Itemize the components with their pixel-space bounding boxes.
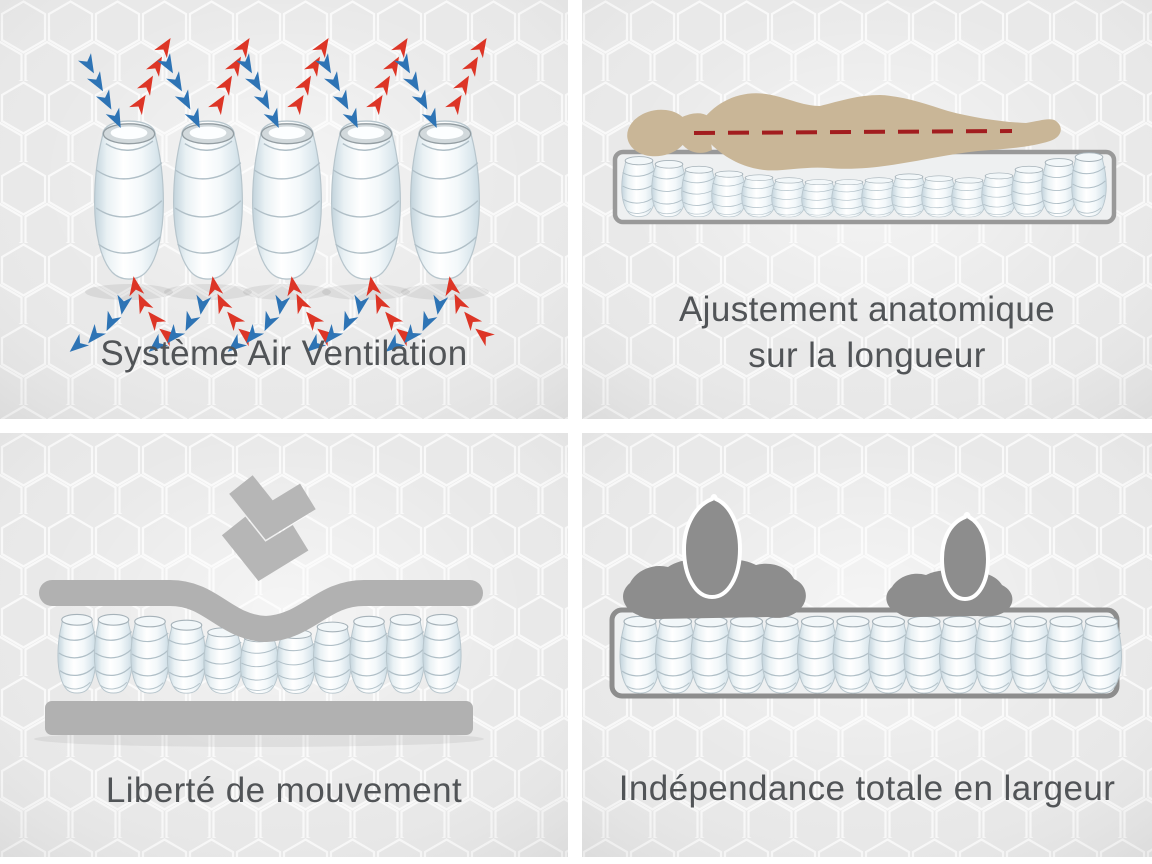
spring-icon <box>203 627 243 694</box>
springs-group <box>85 120 489 300</box>
spring-icon <box>172 120 244 280</box>
mattress-top-layer <box>39 580 483 643</box>
spring-icon <box>93 613 134 694</box>
spring-icon <box>903 615 945 694</box>
panel-anatomic-adjustment: Ajustement anatomique sur la longueur <box>582 0 1152 419</box>
spring-icon <box>619 615 661 694</box>
spring-icon <box>1071 152 1107 217</box>
spring-icon <box>725 615 768 694</box>
spring-icon <box>312 621 353 694</box>
spring-icon <box>385 613 426 694</box>
caption-air-ventilation: Système Air Ventilation <box>100 334 468 373</box>
anatomic-adjustment-illustration <box>582 0 1152 419</box>
spring-icon <box>867 615 910 694</box>
spring-icon <box>921 175 957 218</box>
spring-icon <box>938 615 981 694</box>
spring-icon <box>1045 615 1087 694</box>
spring-icon <box>951 177 987 218</box>
spring-icon <box>621 156 657 218</box>
sleeper-figure-icon <box>623 494 806 619</box>
spring-icon <box>1009 615 1052 694</box>
spring-icon <box>239 632 280 695</box>
air-ventilation-illustration <box>0 0 568 419</box>
spring-icon <box>761 615 803 694</box>
spring-icon <box>166 619 207 694</box>
spine-dash-line <box>693 129 1013 135</box>
spring-icon <box>891 173 927 218</box>
spring-icon <box>330 120 402 280</box>
spring-icon <box>130 615 170 694</box>
spring-icon <box>681 165 717 218</box>
spring-icon <box>349 615 389 694</box>
spring-icon <box>654 615 697 694</box>
caption-line-1: Ajustement anatomique <box>678 290 1056 329</box>
spring-icon <box>711 170 747 218</box>
spring-icon <box>796 615 839 694</box>
caption-anatomic-adjustment: Ajustement anatomique sur la longueur <box>582 287 1152 378</box>
pressure-arrow-icon <box>221 475 316 582</box>
freedom-of-movement-illustration <box>0 433 568 857</box>
spring-icon <box>1011 165 1047 218</box>
spring-icon <box>422 613 462 694</box>
spring-icon <box>974 615 1016 694</box>
spring-icon <box>409 120 481 280</box>
spring-icon <box>741 174 777 218</box>
panel-width-independence: Indépendance totale en largeur <box>582 433 1152 857</box>
spring-icon <box>832 615 874 694</box>
spring-icon <box>981 172 1017 218</box>
caption-line-2: sur la longueur <box>748 335 986 375</box>
spring-icon <box>690 615 732 694</box>
sleeper-figure-icon <box>886 512 1013 617</box>
spring-icon <box>57 613 97 694</box>
spring-icon <box>771 177 807 218</box>
panel-freedom-of-movement: Liberté de mouvement <box>0 433 568 857</box>
spring-icon <box>1041 157 1077 218</box>
spring-icon <box>831 179 867 218</box>
spring-icon <box>651 159 687 218</box>
spring-icon <box>801 179 837 218</box>
panel-air-ventilation: Système Air Ventilation <box>0 0 568 419</box>
spring-icon <box>251 120 323 280</box>
mattress-base-layer <box>45 701 473 735</box>
caption-freedom-of-movement: Liberté de mouvement <box>105 771 463 810</box>
caption-width-independence: Indépendance totale en largeur <box>618 769 1116 808</box>
spring-icon <box>1080 615 1123 694</box>
spring-icon <box>861 177 897 218</box>
spring-icon <box>93 120 165 280</box>
width-independence-illustration <box>582 433 1152 857</box>
